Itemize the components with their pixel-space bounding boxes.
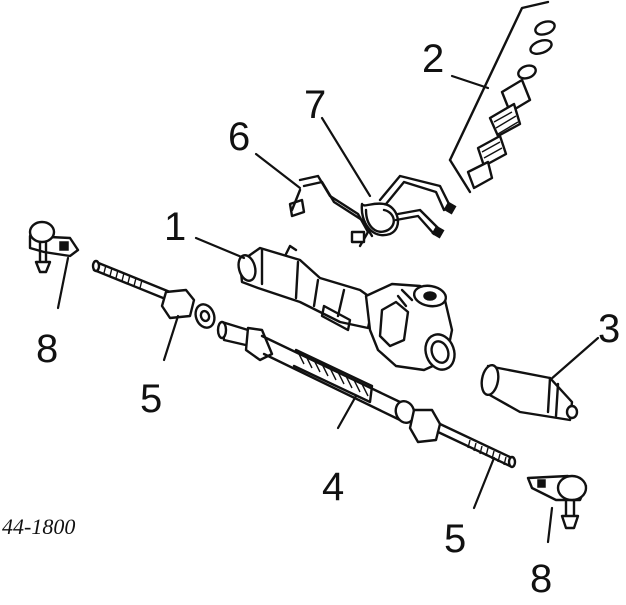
leader-8-left xyxy=(56,256,70,310)
callout-2: 2 xyxy=(422,37,444,81)
part-3-boot xyxy=(480,363,579,422)
left-inner-tie-rod xyxy=(91,259,216,329)
part-4-rack-bar xyxy=(216,320,442,444)
part-6-fitting xyxy=(288,188,306,218)
part-1-rack-housing xyxy=(237,244,456,372)
callout-4: 4 xyxy=(322,465,344,509)
leader-3 xyxy=(548,336,600,382)
callout-8-right: 8 xyxy=(530,557,552,600)
callout-5-right: 5 xyxy=(444,517,466,561)
leader-8-right xyxy=(546,506,554,544)
leader-5-right xyxy=(472,456,496,510)
leader-6 xyxy=(254,152,302,190)
leader-lines xyxy=(56,74,600,544)
leader-7 xyxy=(320,116,372,198)
right-tie-rod-end xyxy=(526,474,588,530)
callout-numbers: 2 7 6 1 3 8 5 4 5 8 xyxy=(36,37,620,601)
part-7-hydraulic-lines xyxy=(298,174,457,248)
leader-1 xyxy=(194,236,246,260)
left-tie-rod-end xyxy=(28,220,80,274)
callout-8-left: 8 xyxy=(36,327,58,371)
callout-5-left: 5 xyxy=(140,377,162,421)
callout-3: 3 xyxy=(598,307,620,351)
part-2-seal-kit xyxy=(448,0,556,194)
callout-6: 6 xyxy=(228,115,250,159)
callout-1: 1 xyxy=(164,205,186,249)
leader-4 xyxy=(336,394,358,430)
right-inner-tie-rod xyxy=(436,422,517,469)
callout-7: 7 xyxy=(304,83,326,127)
leader-5-left xyxy=(162,314,180,362)
leader-2 xyxy=(450,74,490,90)
reference-code: 44-1800 xyxy=(2,514,75,539)
